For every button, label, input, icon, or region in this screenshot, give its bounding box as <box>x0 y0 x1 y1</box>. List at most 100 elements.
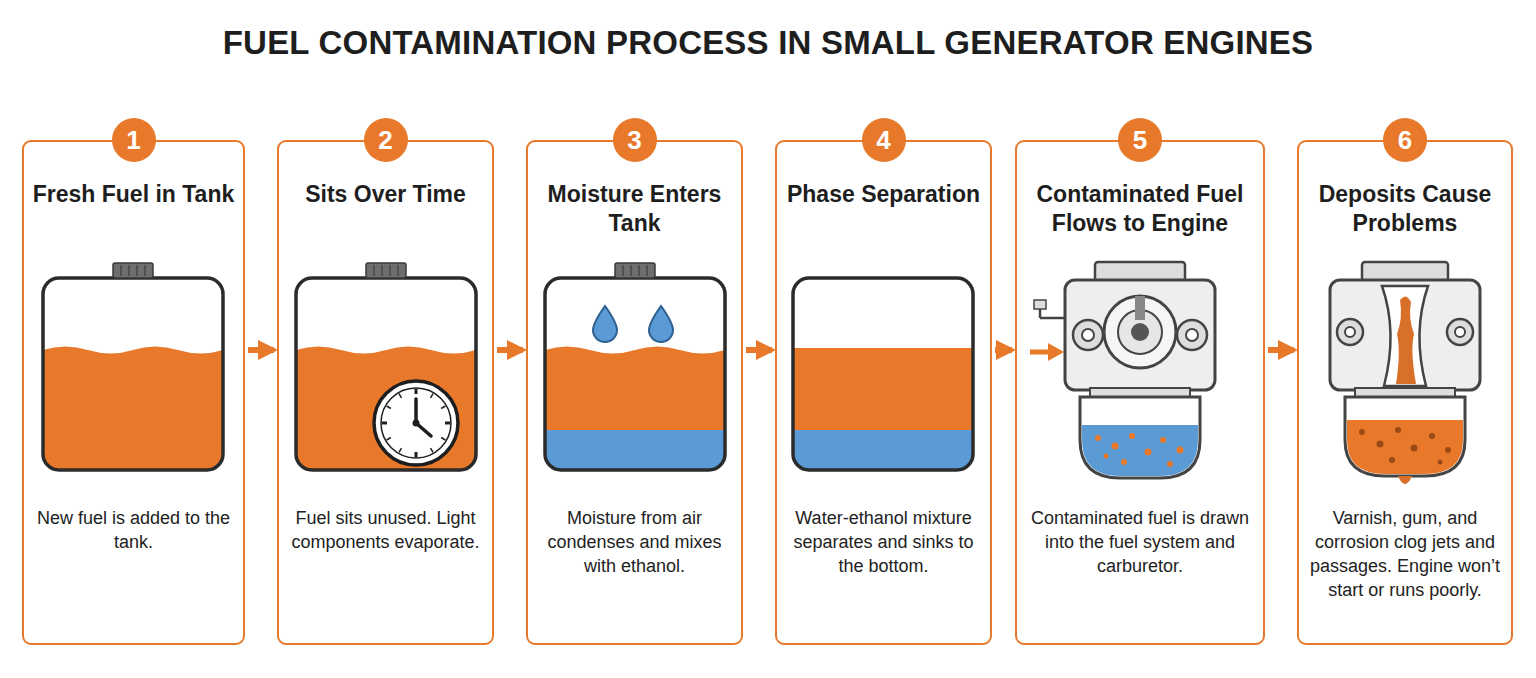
clock-tick <box>441 438 445 441</box>
clock-tick <box>382 422 387 425</box>
linkage-clip <box>1034 300 1046 309</box>
step-description: Fuel sits unused. Light components evapo… <box>287 506 484 554</box>
step-heading: Moisture Enters Tank <box>536 180 733 238</box>
water-layer <box>545 430 725 470</box>
contaminant-particles <box>1095 433 1184 467</box>
step-number: 3 <box>627 127 641 153</box>
step-number-badge: 4 <box>862 118 906 162</box>
cap-ridges <box>121 265 145 276</box>
water-layer <box>793 430 973 470</box>
water-drop <box>649 306 673 342</box>
flow-arrow <box>746 347 772 353</box>
step-heading: Contaminated Fuel Flows to Engine <box>1025 180 1255 238</box>
flow-arrow <box>1268 347 1294 353</box>
mount-hole <box>1082 329 1094 341</box>
fuel-tank <box>43 263 223 470</box>
step-panel: Moisture Enters TankMoisture from air co… <box>526 140 743 645</box>
step-description: Moisture from air condenses and mixes wi… <box>536 506 733 578</box>
step-heading: Phase Separation <box>785 180 982 209</box>
step-number: 1 <box>126 127 140 153</box>
mount-lug <box>1447 319 1473 345</box>
step-description: New fuel is added to the tank. <box>32 506 235 554</box>
venturi <box>1382 286 1428 386</box>
step-panel: Phase SeparationWater-ethanol mixture se… <box>775 140 992 645</box>
mount-hole <box>1345 327 1355 337</box>
throttle-plate <box>1135 296 1145 320</box>
flow-arrowhead <box>1048 343 1064 361</box>
cap-ridges <box>374 265 398 276</box>
clock-tick <box>445 422 450 425</box>
carb-flange <box>1095 262 1185 281</box>
clock-tick <box>441 406 445 409</box>
clock-tick <box>431 448 434 452</box>
step-panel: Sits Over TimeFuel sits unused. Light co… <box>277 140 494 645</box>
float-bowl <box>1345 397 1465 476</box>
clock-pin <box>413 420 420 427</box>
step-heading: Fresh Fuel in Tank <box>32 180 235 209</box>
step-heading: Sits Over Time <box>287 180 484 209</box>
step-number-badge: 1 <box>112 118 156 162</box>
carb-flange <box>1362 262 1448 281</box>
step-panel: Deposits Cause ProblemsVarnish, gum, and… <box>1297 140 1513 645</box>
tank-body <box>296 278 476 470</box>
water-in-bowl <box>1082 425 1198 476</box>
water-drop <box>593 306 617 342</box>
clock-face <box>374 381 458 465</box>
step-description: Contaminated fuel is drawn into the fuel… <box>1025 506 1255 578</box>
step-panel: Contaminated Fuel Flows to EngineContami… <box>1015 140 1265 645</box>
tank-outline <box>545 278 725 470</box>
tank-outline <box>296 278 476 470</box>
clock-tick <box>399 394 402 398</box>
float-bowl <box>1080 397 1200 478</box>
carb-body <box>1065 280 1215 390</box>
throttle-shaft <box>1131 323 1149 341</box>
flow-arrow <box>497 347 523 353</box>
fuel-tank <box>545 263 725 470</box>
step-number-badge: 2 <box>364 118 408 162</box>
fuel-tank <box>296 263 476 470</box>
fuel-level <box>545 347 725 471</box>
fuel-level <box>43 347 223 471</box>
clock-tick <box>387 438 391 441</box>
step-number-badge: 6 <box>1383 118 1427 162</box>
clock-rim <box>381 388 451 458</box>
step-panel: Fresh Fuel in TankNew fuel is added to t… <box>22 140 245 645</box>
step-number: 2 <box>378 127 392 153</box>
fuel-tank <box>793 278 973 470</box>
tank-body <box>545 278 725 470</box>
flow-arrow <box>995 347 1012 353</box>
sediment-particles <box>1359 427 1451 465</box>
clock-tick <box>415 389 418 394</box>
mount-lug <box>1073 320 1103 350</box>
step-number: 4 <box>876 127 890 153</box>
diagram-title: FUEL CONTAMINATION PROCESS IN SMALL GENE… <box>0 24 1536 62</box>
step-description: Varnish, gum, and corrosion clog jets an… <box>1307 506 1503 602</box>
clock-icon <box>374 381 458 465</box>
clock-tick <box>399 448 402 452</box>
gum-in-bowl <box>1347 420 1463 474</box>
tank-cap <box>615 263 655 278</box>
step-number-badge: 5 <box>1118 118 1162 162</box>
tank-cap <box>113 263 153 278</box>
mount-lug <box>1337 319 1363 345</box>
tank-outline <box>43 278 223 470</box>
tank-cap <box>366 263 406 278</box>
mount-lug <box>1177 320 1207 350</box>
clock-hands <box>416 399 431 436</box>
tank-outline <box>793 278 973 470</box>
drip <box>1398 476 1412 484</box>
carburetor <box>1030 262 1215 478</box>
tank-body <box>793 278 973 470</box>
flow-arrow <box>1030 350 1050 355</box>
clock-tick <box>431 394 434 398</box>
carb-body <box>1330 280 1480 390</box>
clogged-carburetor <box>1330 262 1480 484</box>
step-description: Water-ethanol mixture separates and sink… <box>785 506 982 578</box>
flow-arrow <box>248 347 274 353</box>
mount-hole <box>1186 329 1198 341</box>
clock-tick <box>387 406 391 409</box>
carb-bore <box>1104 296 1176 368</box>
